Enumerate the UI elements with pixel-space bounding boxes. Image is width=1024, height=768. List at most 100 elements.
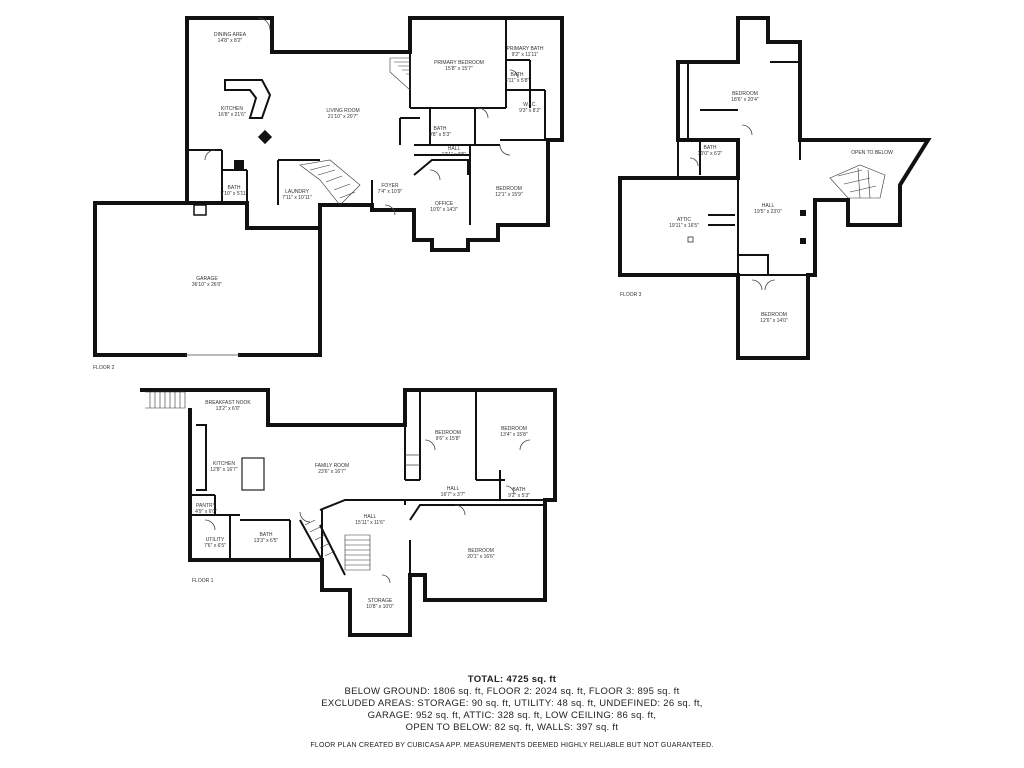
room-label: FAMILY ROOM	[315, 463, 349, 469]
room-dims: 36'10" x 26'0"	[192, 282, 222, 288]
room-label: HALL	[448, 146, 461, 152]
excluded-areas-line: EXCLUDED AREAS: STORAGE: 90 sq. ft, UTIL…	[321, 698, 703, 709]
office-bay	[413, 159, 469, 176]
room-dims: 19'5" x 23'0"	[754, 209, 782, 215]
floor-3-interior-walls	[677, 61, 808, 276]
room-label: BATH	[513, 487, 526, 493]
kitchen-island	[241, 457, 265, 491]
room-dims: 9'2" x 5'3"	[508, 493, 530, 499]
excluded-areas-line: OPEN TO BELOW: 82 sq. ft, WALLS: 397 sq.…	[405, 722, 619, 733]
kitchen-counter	[196, 424, 207, 491]
room-label: OPEN TO BELOW	[851, 150, 893, 156]
room-dims: 20'1" x 16'6"	[467, 554, 495, 560]
room-dims: 9'3" x 8'2"	[519, 108, 541, 114]
floor-3-plan: BEDROOM 18'6" x 20'4" BATH 10'0" x 6'2" …	[618, 16, 932, 360]
room-label: BEDROOM	[468, 548, 494, 554]
room-label: BATH	[704, 145, 717, 151]
room-label: ATTIC	[677, 217, 691, 223]
room-dims: 12'8" x 16'7"	[210, 467, 238, 473]
room-label: LAUNDRY	[285, 189, 309, 195]
disclaimer-footer: FLOOR PLAN CREATED BY CUBICASA APP. MEAS…	[310, 742, 714, 749]
column	[800, 238, 806, 244]
floor-2-stairs	[299, 57, 411, 206]
room-label: GARAGE	[196, 276, 218, 282]
room-dims: 13'4" x 15'8"	[500, 432, 528, 438]
room-label: HALL	[762, 203, 775, 209]
floor-1-entry-stairs	[145, 391, 186, 409]
room-dims: 13'3" x 6'5"	[254, 538, 279, 544]
room-label: BEDROOM	[732, 91, 758, 97]
floor-3-outer-walls	[618, 16, 932, 360]
room-dims: 13'1" x 8'5"	[442, 152, 467, 158]
floor-1-doors	[204, 439, 531, 584]
room-dims: 23'6" x 16'7"	[318, 469, 346, 475]
room-dims: 3'11" x 5'8"	[505, 78, 529, 84]
room-label: BEDROOM	[435, 430, 461, 436]
room-dims: 14'8" x 8'2"	[218, 38, 243, 44]
room-dims: 5'10" x 5'11"	[220, 191, 247, 197]
floor-3-stairs	[829, 164, 886, 199]
room-dims: 15'11" x 11'6"	[355, 520, 385, 526]
room-dims: 10'0" x 14'3"	[430, 207, 458, 213]
room-dims: 12'6" x 14'0"	[760, 318, 788, 324]
room-dims: 7'4" x 10'9"	[378, 189, 403, 195]
room-dims: 4'9" x 6'0"	[195, 509, 217, 515]
room-label: FOYER	[381, 183, 399, 189]
room-dims: 10'0" x 6'2"	[698, 151, 723, 157]
room-label: KITCHEN	[213, 461, 235, 467]
room-dims: 9'6" x 15'8"	[436, 436, 461, 442]
floor-2-plan: DINING AREA 14'8" x 8'2" KITCHEN 16'8" x…	[93, 16, 564, 371]
room-label: PRIMARY BEDROOM	[434, 60, 484, 66]
total-area: TOTAL: 4725 sq. ft	[467, 674, 557, 685]
excluded-areas-line: GARAGE: 952 sq. ft, ATTIC: 328 sq. ft, L…	[367, 710, 657, 721]
area-breakdown-line: BELOW GROUND: 1806 sq. ft, FLOOR 2: 2024…	[344, 686, 680, 697]
room-label: BEDROOM	[761, 312, 787, 318]
room-label: DINING AREA	[214, 32, 247, 38]
room-dims: 19'11" x 16'5"	[669, 223, 699, 229]
garage-step	[193, 204, 207, 216]
room-label: BATH	[260, 532, 273, 538]
room-dims: 13'2" x 6'0"	[216, 406, 241, 412]
floor-label: FLOOR 1	[192, 578, 214, 584]
column	[234, 160, 244, 170]
floor-1-interior-walls	[190, 390, 555, 576]
floor-1-stairs	[304, 519, 371, 571]
floor-1-plan: BREAKFAST NOOK 13'2" x 6'0" KITCHEN 12'8…	[140, 388, 557, 637]
room-label: OFFICE	[435, 201, 454, 207]
room-dims: 7'6" x 6'5"	[204, 543, 226, 549]
room-label: W.I.C.	[523, 102, 537, 108]
room-dims: 7'11" x 10'11"	[282, 195, 312, 201]
room-label: KITCHEN	[221, 106, 243, 112]
room-label: HALL	[447, 486, 460, 492]
room-label: BEDROOM	[496, 186, 522, 192]
garage-walls	[93, 201, 322, 357]
room-label: BATH	[434, 126, 447, 132]
attic-hatch	[687, 236, 694, 243]
floor-label: FLOOR 2	[93, 365, 115, 371]
room-dims: 10'8" x 10'0"	[366, 604, 394, 610]
room-label: STORAGE	[368, 598, 393, 604]
room-label: PRIMARY BATH	[507, 46, 544, 52]
room-label: BATH	[228, 185, 241, 191]
room-dims: 9'8" x 5'3"	[429, 132, 451, 138]
room-label: PANTRY	[196, 503, 216, 509]
room-dims: 15'8" x 15'7"	[445, 66, 473, 72]
column	[800, 210, 806, 216]
room-dims: 9'2" x 11'11"	[512, 52, 539, 58]
room-label: UTILITY	[206, 537, 225, 543]
fireplace-column	[257, 129, 273, 145]
floor-label: FLOOR 3	[620, 292, 642, 298]
room-dims: 12'1" x 15'9"	[495, 192, 523, 198]
kitchen-island	[224, 79, 272, 119]
room-dims: 16'7" x 3'7"	[441, 492, 466, 498]
room-label: BEDROOM	[501, 426, 527, 432]
room-dims: 21'10" x 20'7"	[328, 114, 358, 120]
room-label: BREAKFAST NOOK	[205, 400, 251, 406]
room-label: LIVING ROOM	[326, 108, 359, 114]
floor-2-doors	[204, 17, 519, 216]
room-dims: 18'6" x 20'4"	[731, 97, 759, 103]
room-label: HALL	[364, 514, 377, 520]
floor-3-doors	[689, 124, 776, 291]
room-label: BATH	[511, 72, 524, 78]
